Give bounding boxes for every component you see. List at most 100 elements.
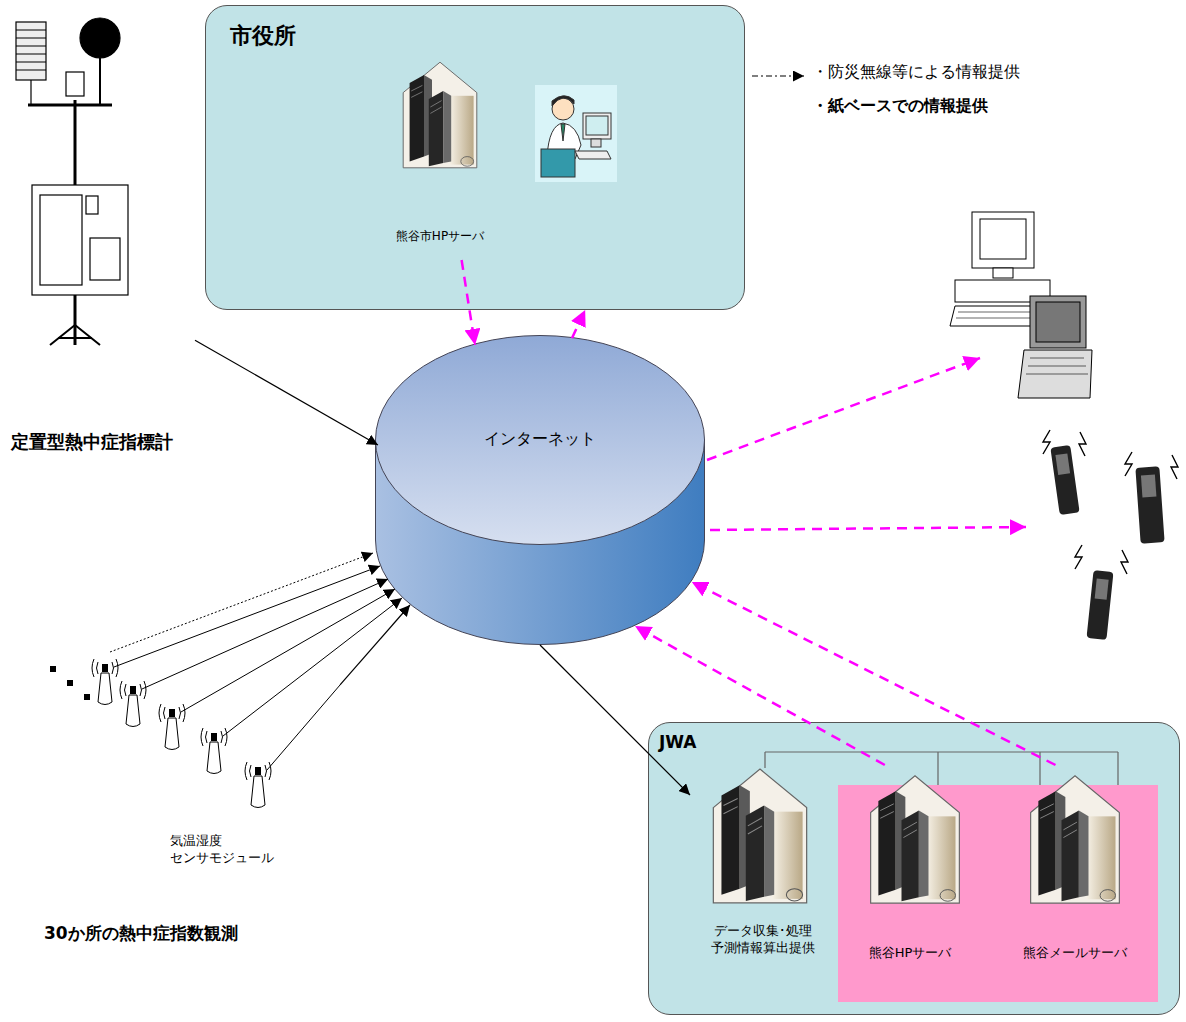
wbgt-station-illustration <box>74 100 77 345</box>
server-icon <box>1031 776 1120 903</box>
lan-bus <box>765 752 1118 785</box>
mobile-phone-icons <box>1087 570 1114 640</box>
mobile-phone-icons <box>1087 570 1114 640</box>
wbgt-station-illustration <box>40 195 82 285</box>
node-label: データ収集･処理 予測情報算出提供 <box>690 923 835 957</box>
connector <box>195 340 378 445</box>
node-label: 熊谷HPサーバ <box>850 945 970 962</box>
operator-icon <box>552 96 574 106</box>
operator-icon <box>575 151 611 159</box>
server-box: 熊谷メールサーバ <box>1000 765 1150 965</box>
sensor-modules <box>120 681 146 727</box>
mobile-phone-icons <box>1050 445 1079 515</box>
pc-icons <box>950 212 1092 398</box>
sensor-modules <box>245 762 271 808</box>
sensor-modules <box>114 566 380 667</box>
internet-cylinder: インターネット <box>375 335 705 645</box>
mobile-phone-icons <box>1050 445 1079 515</box>
wbgt-station-illustration <box>28 104 112 107</box>
pc-icons <box>955 280 1050 302</box>
operator-icon <box>541 149 575 177</box>
operator-icon <box>583 113 611 139</box>
wbgt-station-illustration <box>66 72 84 96</box>
connector <box>540 645 690 795</box>
wbgt-station-illustration <box>90 238 120 280</box>
operator-icon <box>535 85 617 182</box>
sensor-modules <box>84 694 90 700</box>
operator-icon <box>547 123 581 159</box>
wbgt-station-illustration <box>32 185 128 295</box>
server-box: 熊谷市HPサーバ <box>380 35 500 260</box>
sensor-modules <box>142 579 388 689</box>
operator-icon <box>586 116 608 135</box>
mobile-phone-icons <box>1135 466 1164 543</box>
info-note: ・防災無線等による情報提供 <box>812 62 1020 83</box>
sensor-modules <box>159 704 185 750</box>
sensor-modules <box>92 659 118 705</box>
wbgt-station-illustration <box>16 18 128 345</box>
pc-icons <box>972 212 1034 268</box>
server-icon <box>713 769 806 903</box>
mobile-phone-icons <box>1141 475 1157 498</box>
sensor-modules <box>50 666 56 672</box>
sensor-modules <box>267 685 340 770</box>
wbgt-station-illustration <box>86 196 98 214</box>
office-panel: 熊谷市HPサーバ 市役所 <box>205 5 745 310</box>
wbgt-station-illustration <box>99 58 101 105</box>
operator-icon <box>591 139 601 147</box>
pc-icons <box>980 219 1026 259</box>
pc-icons <box>1036 302 1080 342</box>
connector <box>635 626 885 765</box>
connector <box>462 260 475 345</box>
pc-icons <box>950 306 1050 326</box>
connector <box>340 605 410 685</box>
server-icon <box>871 776 960 903</box>
cylinder-shape <box>375 335 705 645</box>
mobile-phone-icons <box>1055 453 1070 474</box>
cylinder-top <box>376 336 705 545</box>
sensor-modules <box>114 566 402 770</box>
sensor-modules <box>50 553 402 808</box>
connector <box>692 582 1056 765</box>
mobile-phone-icons <box>1135 466 1164 543</box>
wbgt-station-illustration <box>16 30 46 70</box>
info-note: ・紙ベースでの情報提供 <box>812 96 988 117</box>
sensor-modules <box>67 680 73 686</box>
node-label: 市役所 <box>230 22 296 51</box>
operator-icon <box>552 98 574 120</box>
node-label: 熊谷市HPサーバ <box>380 229 500 245</box>
sensor-group: 気温湿度 センサモジュール30か所の熱中症指数観測 <box>40 640 340 950</box>
node-label: インターネット <box>375 429 705 450</box>
service-area <box>838 785 1158 1002</box>
connector <box>572 310 585 338</box>
pc-icons <box>993 268 1013 278</box>
delivery-arrows <box>707 358 1026 530</box>
pc-icons <box>1030 296 1086 348</box>
sensor-modules <box>181 589 395 712</box>
server-box: データ収集･処理 予測情報算出提供 <box>690 765 835 965</box>
node-label: 気温湿度 センサモジュール <box>170 833 295 867</box>
wbgt-station: 定置型熱中症指標計 <box>5 10 195 455</box>
jwa-panel: データ収集･処理 予測情報算出提供熊谷HPサーバ 熊谷メールサーバ JWA <box>648 722 1180 1015</box>
pc-icons <box>1026 358 1088 374</box>
node-label: JWA <box>659 731 696 753</box>
wbgt-station-illustration <box>50 295 100 345</box>
delivery-arrows <box>710 527 1026 530</box>
delivery-arrows <box>707 358 980 460</box>
wbgt-station-illustration <box>16 22 46 80</box>
wbgt-station-illustration <box>80 18 120 58</box>
pc-icons <box>1018 350 1092 398</box>
operator-icon <box>561 124 565 141</box>
output-arrow <box>752 75 804 76</box>
operator-icon <box>535 85 617 182</box>
node-label: 定置型熱中症指標計 <box>11 430 173 453</box>
wbgt-station-illustration <box>30 80 31 105</box>
sensor-modules <box>201 728 227 774</box>
pc-icons <box>956 312 1048 318</box>
sensor-modules <box>223 598 402 736</box>
node-label: 熊谷メールサーバ <box>1000 945 1150 962</box>
server-box: 熊谷HPサーバ <box>850 765 970 965</box>
